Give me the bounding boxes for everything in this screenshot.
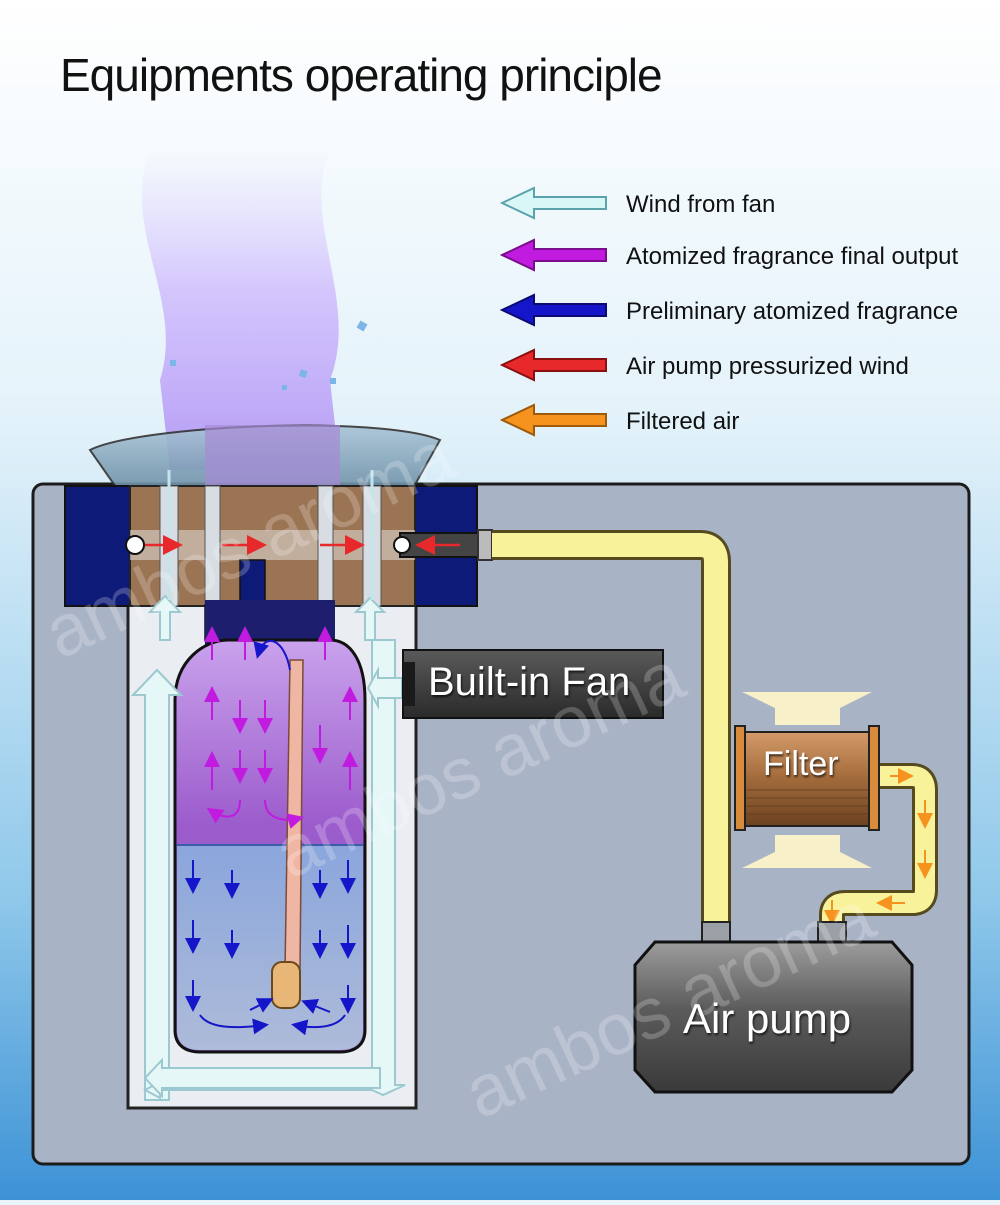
legend-item: Air pump pressurized wind: [500, 348, 980, 382]
legend-item: Filtered air: [500, 403, 980, 437]
legend-arrow-icon: [500, 186, 607, 220]
legend-arrow-icon: [500, 348, 607, 382]
filter-label: Filter: [763, 745, 839, 783]
preliminary-fragrance-arrows: [185, 640, 356, 1036]
page-title: Equipments operating principle: [60, 49, 663, 101]
fan-label-box: [402, 649, 664, 719]
fragrance-plume: [141, 150, 340, 470]
plume-particles: [170, 320, 368, 390]
fan-label: Built-in Fan: [428, 660, 631, 704]
legend-item: Preliminary atomized fragrance: [500, 293, 980, 327]
legend-label: Air pump pressurized wind: [626, 353, 909, 380]
legend-arrow-icon: [500, 403, 607, 437]
pump-label: Air pump: [683, 995, 852, 1042]
legend-label: Filtered air: [626, 408, 740, 435]
intake-arrow-top: [742, 692, 872, 725]
legend-item: Wind from fan: [500, 186, 980, 220]
suction-filter: [271, 961, 301, 1009]
legend-label: Atomized fragrance final output: [626, 243, 959, 270]
intake-arrow-bottom: [742, 835, 872, 868]
air-pump-body: [633, 940, 914, 1094]
fan-wind-arrows: [130, 594, 406, 1101]
atomized-output-arrows: [204, 626, 358, 829]
legend-label: Wind from fan: [626, 191, 776, 218]
legend-arrow-icon: [500, 238, 607, 272]
filtered-air-arrows: [824, 768, 933, 926]
legend-arrow-icon: [500, 293, 607, 327]
legend-item: Atomized fragrance final output: [500, 238, 980, 272]
legend-label: Preliminary atomized fragrance: [626, 298, 959, 325]
manifold-side-left: [64, 485, 131, 607]
